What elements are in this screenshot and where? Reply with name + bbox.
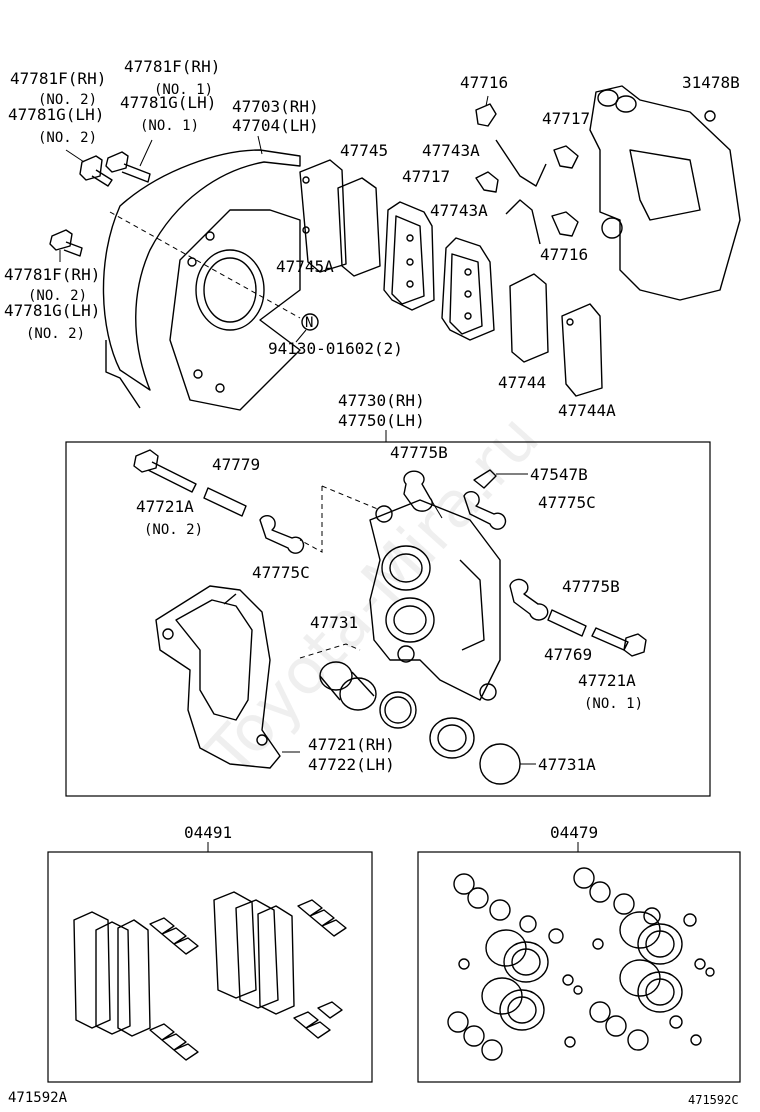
label-no2-e: (NO. 2) (144, 522, 203, 538)
label-47721: 47721(RH) (308, 735, 395, 754)
label-47716-a: 47716 (460, 73, 508, 92)
label-47781F-rh-c: 47781F(RH) (4, 265, 100, 284)
label-47781G-lh-b: 47781G(LH) (120, 93, 216, 112)
bolt-47781-upper-left[interactable] (65, 149, 113, 187)
label-47744A: 47744A (558, 401, 616, 420)
label-47779: 47779 (212, 455, 260, 474)
label-47781F-rh-b: 47781F(RH) (124, 57, 220, 76)
anti-rattle-spring-47743A-lower[interactable] (505, 199, 541, 245)
pad-support-plate-47716-upper[interactable] (475, 95, 497, 127)
reference-code-left: 471592A (8, 1090, 68, 1106)
seal-kit-04479-contents[interactable] (447, 867, 715, 1061)
reference-code-right: 471592C (688, 1093, 739, 1107)
label-47775C-b: 47775C (252, 563, 310, 582)
label-no1-a: (NO. 1) (154, 82, 213, 98)
label-47743A-b: 47743A (430, 201, 488, 220)
label-04479: 04479 (550, 823, 598, 842)
cylinder-piston-47731[interactable] (299, 643, 377, 711)
brake-pad-outer[interactable] (441, 237, 495, 341)
label-47716-b: 47716 (540, 245, 588, 264)
bolt-47781-lower-left[interactable] (49, 229, 83, 262)
label-47717-b: 47717 (402, 167, 450, 186)
label-31478B: 31478B (682, 73, 740, 92)
disc-brake-dust-cover[interactable] (102, 135, 301, 411)
label-47769: 47769 (544, 645, 592, 664)
label-47721A-a: 47721A (136, 497, 194, 516)
label-no2-a: (NO. 2) (38, 92, 97, 108)
label-47721A-b: 47721A (578, 671, 636, 690)
n-marker: N (295, 313, 319, 343)
anti-squeal-shim-47745[interactable] (299, 159, 381, 277)
slide-bush-boot-47775B-right[interactable] (509, 578, 549, 621)
label-47775B-b: 47775B (562, 577, 620, 596)
slide-bush-boot-47775B-top[interactable] (403, 470, 433, 512)
seal-kit-04479-box (417, 851, 741, 1083)
caliper-assembly-box (65, 441, 711, 797)
slide-bolt-47721A-no1[interactable] (591, 627, 647, 657)
label-47722: 47722(LH) (308, 755, 395, 774)
label-47703: 47703(RH) (232, 97, 319, 116)
label-47781G-lh-a: 47781G(LH) (8, 105, 104, 124)
label-47731A: 47731A (538, 755, 596, 774)
disc-brake-cylinder-mounting-47721[interactable] (155, 585, 281, 769)
label-47750: 47750(LH) (338, 411, 425, 430)
label-47781G-lh-c: 47781G(LH) (4, 301, 100, 320)
bolt-47781-no1[interactable] (105, 139, 153, 183)
slide-bush-boot-47775C-right[interactable] (463, 490, 507, 530)
anti-squeal-shim-47744A[interactable] (561, 303, 603, 397)
label-47731: 47731 (310, 613, 358, 632)
cylinder-boot[interactable] (429, 717, 475, 759)
slide-pin-47779[interactable] (203, 487, 247, 517)
n-marker-text: N (305, 315, 313, 331)
caliper-housing-outline[interactable] (589, 85, 741, 301)
anti-rattle-spring-47743A-upper[interactable] (495, 139, 547, 187)
brake-pad-inner[interactable] (383, 201, 435, 311)
anti-squeal-shim-47744[interactable] (509, 273, 549, 363)
slide-bolt-47721A-no2[interactable] (133, 449, 197, 493)
label-94130: 94130-01602(2) (268, 339, 403, 358)
slide-pin-47769[interactable] (547, 609, 587, 637)
label-47704: 47704(LH) (232, 116, 319, 135)
caliper-cylinder-body[interactable] (299, 485, 501, 701)
pad-kit-04491-contents[interactable] (73, 891, 347, 1061)
pad-support-plate-47717-upper[interactable] (553, 145, 579, 169)
label-47717-a: 47717 (542, 109, 590, 128)
bleeder-plug-47547B[interactable] (473, 469, 528, 489)
label-47743A-a: 47743A (422, 141, 480, 160)
label-no1-c: (NO. 1) (584, 696, 643, 712)
piston-seal[interactable] (379, 691, 417, 729)
label-47730: 47730(RH) (338, 391, 425, 410)
label-no2-c: (NO. 2) (28, 288, 87, 304)
slide-bush-boot-47775C-left[interactable] (259, 514, 305, 554)
boot-set-ring-47731A[interactable] (479, 743, 536, 785)
label-47744: 47744 (498, 373, 546, 392)
label-47775C-a: 47775C (538, 493, 596, 512)
middle-labels: 47779 47775B 47547B 47721A (NO. 2) 47775… (136, 443, 643, 774)
label-no2-d: (NO. 2) (26, 326, 85, 342)
label-47781F-rh-a: 47781F(RH) (10, 69, 106, 88)
label-47547B: 47547B (530, 465, 588, 484)
label-no2-b: (NO. 2) (38, 130, 97, 146)
top-labels: 47781F(RH) (NO. 2) 47781G(LH) (NO. 2) 47… (4, 57, 740, 420)
label-no1-b: (NO. 1) (140, 118, 199, 134)
label-47745: 47745 (340, 141, 388, 160)
pad-support-plate-47716-lower[interactable] (551, 211, 579, 237)
pad-support-plate-47717-lower[interactable] (475, 171, 499, 193)
label-04491: 04491 (184, 823, 232, 842)
label-47745A: 47745A (276, 257, 334, 276)
label-47775B-a: 47775B (390, 443, 448, 462)
pad-kit-04491-box (47, 851, 373, 1083)
